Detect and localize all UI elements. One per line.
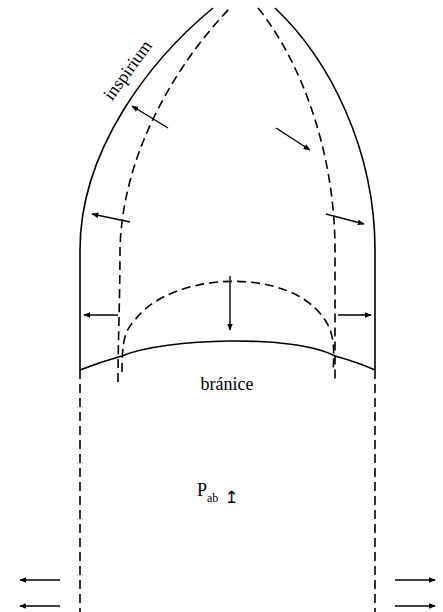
movement-arrow	[276, 128, 310, 150]
chest-wall-inspiration	[275, 8, 375, 370]
movement-arrow	[132, 106, 168, 128]
chest-wall-inspiration	[80, 8, 213, 370]
diaphragm-inspiration	[80, 341, 375, 370]
direction-symbol: ↥	[224, 489, 238, 506]
abdominal-wall	[79, 370, 81, 612]
chest-wall-expiration	[258, 8, 335, 382]
movement-arrow	[395, 605, 435, 606]
movement-arrow	[395, 579, 435, 580]
movement-arrow	[229, 276, 230, 330]
movement-arrow	[20, 579, 60, 580]
movement-arrow	[92, 214, 130, 222]
movement-arrow	[84, 314, 118, 315]
phase-label: inspirium	[100, 37, 155, 103]
subscript: ab	[207, 492, 218, 504]
abdominal-wall	[374, 370, 376, 612]
part-label: bránice	[201, 375, 254, 393]
movement-arrow	[338, 314, 371, 315]
movement-arrow	[20, 605, 60, 606]
pressure-symbol: P	[197, 481, 207, 499]
diaphragm-expiration	[122, 281, 334, 372]
movement-arrow	[326, 214, 364, 224]
